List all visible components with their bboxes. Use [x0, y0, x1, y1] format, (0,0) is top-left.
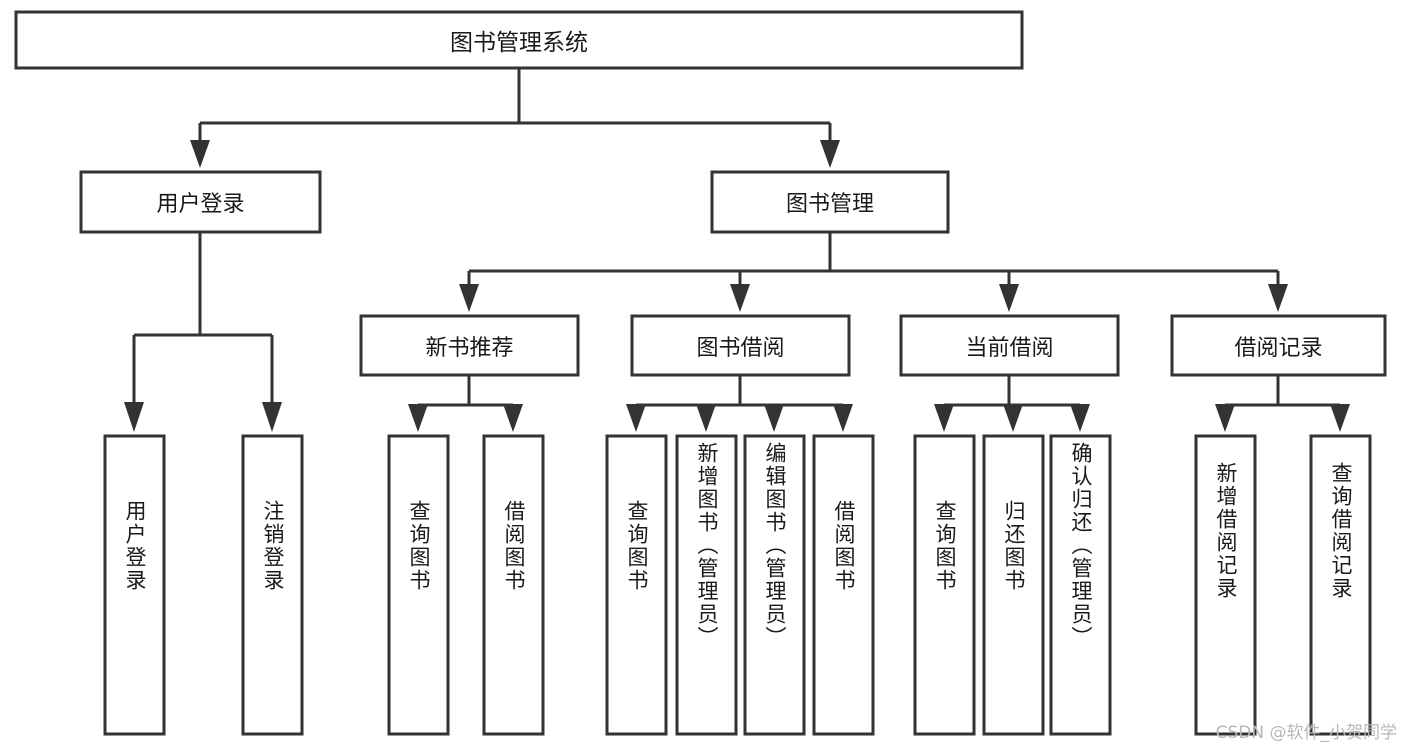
node-box-user-login[interactable]	[79, 170, 322, 234]
arrow-head-leaf-query-book-2	[626, 404, 646, 432]
arrow-head-leaf-user-login	[124, 402, 144, 432]
connector-book-manage-to-level2	[459, 232, 1288, 312]
node-box-leaf-add-book[interactable]	[675, 434, 738, 736]
node-box-leaf-query-book-1[interactable]	[387, 434, 450, 736]
node-box-book-manage[interactable]	[710, 170, 950, 234]
node-box-current-borrow[interactable]	[899, 314, 1120, 377]
connector-root-to-level1	[190, 68, 840, 168]
arrow-head-book-borrow	[730, 284, 750, 312]
connector-book-borrow-to-leaves	[626, 375, 853, 432]
node-box-leaf-logout[interactable]	[241, 434, 304, 736]
arrow-head-leaf-return-book	[1003, 404, 1023, 432]
node-box-leaf-borrow-book-2[interactable]	[812, 434, 875, 736]
connector-current-borrow-to-leaves	[934, 375, 1090, 432]
arrow-head-leaf-query-record	[1330, 404, 1350, 432]
node-box-new-book-rec[interactable]	[359, 314, 580, 377]
arrow-head-leaf-query-book-1	[408, 404, 428, 432]
arrow-head-leaf-borrow-book-1	[503, 404, 523, 432]
node-box-leaf-borrow-book-1[interactable]	[482, 434, 545, 736]
arrow-head-leaf-add-record	[1215, 404, 1235, 432]
connector-borrow-record-to-leaves	[1215, 375, 1350, 432]
arrow-head-current-borrow	[999, 284, 1019, 312]
node-box-leaf-edit-book[interactable]	[743, 434, 806, 736]
arrow-head-leaf-edit-book	[764, 404, 784, 432]
node-box-leaf-confirm-return[interactable]	[1049, 434, 1112, 736]
connector-user-login-to-leaves	[124, 232, 282, 432]
arrow-head-user-login	[190, 140, 210, 168]
arrow-head-leaf-logout	[262, 402, 282, 432]
arrow-head-leaf-borrow-book-2	[833, 404, 853, 432]
arrow-head-new-book-rec	[459, 284, 479, 312]
arrow-head-leaf-confirm-return	[1070, 404, 1090, 432]
arrow-head-leaf-query-book-3	[934, 404, 954, 432]
node-box-root[interactable]	[14, 10, 1024, 70]
node-box-leaf-user-login[interactable]	[103, 434, 166, 736]
arrow-head-leaf-add-book	[696, 404, 716, 432]
node-box-borrow-record[interactable]	[1170, 314, 1387, 377]
node-box-leaf-query-book-2[interactable]	[605, 434, 668, 736]
node-box-leaf-return-book[interactable]	[982, 434, 1045, 736]
connector-new-book-rec-to-leaves	[408, 375, 523, 432]
arrow-head-borrow-record	[1268, 284, 1288, 312]
node-box-leaf-query-book-3[interactable]	[913, 434, 976, 736]
arrow-head-book-manage	[820, 140, 840, 168]
node-box-leaf-add-record[interactable]	[1194, 434, 1257, 736]
node-box-book-borrow[interactable]	[630, 314, 851, 377]
node-box-leaf-query-record[interactable]	[1309, 434, 1372, 736]
